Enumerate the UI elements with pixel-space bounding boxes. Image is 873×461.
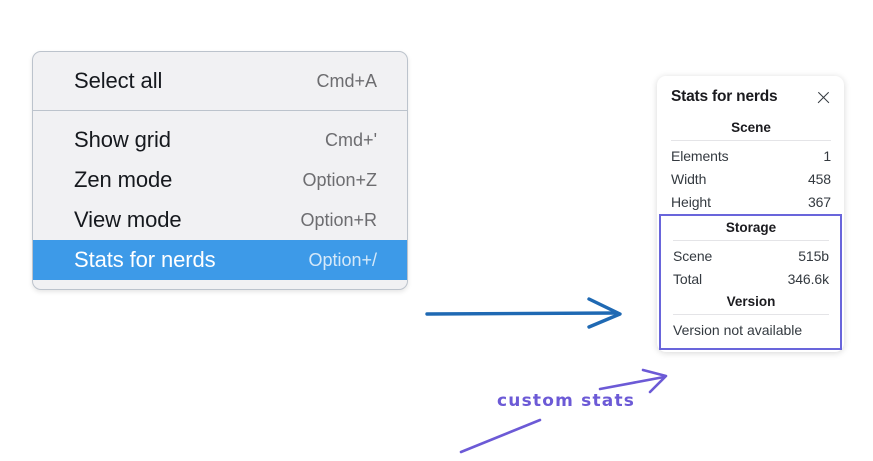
menu-item-shortcut: Cmd+A [316, 70, 377, 91]
menu-item-shortcut: Option+Z [302, 169, 377, 190]
stats-panel-header: Stats for nerds [671, 88, 831, 106]
stat-value: 367 [807, 193, 831, 210]
stat-key: Width [671, 170, 707, 187]
custom-stats-highlight-box: Storage Scene 515b Total 346.6k Version … [659, 214, 842, 351]
purple-arrow-to-stats [598, 368, 668, 394]
stat-row-elements: Elements 1 [671, 144, 831, 167]
stat-key: Height [671, 193, 711, 210]
scene-section: Scene Elements 1 Width 458 Height 367 [671, 116, 831, 213]
menu-item-label: Show grid [74, 127, 171, 152]
stat-row-width: Width 458 [671, 167, 831, 190]
menu-item-shortcut: Option+R [300, 209, 377, 230]
stat-value: 515b [798, 247, 829, 264]
context-menu[interactable]: Select all Cmd+A Show grid Cmd+' Zen mod… [32, 51, 408, 290]
stat-key: Scene [673, 247, 713, 264]
stat-row-storage-scene: Scene 515b [673, 244, 829, 267]
menu-item-shortcut: Option+/ [308, 249, 377, 270]
menu-group-1: Select all Cmd+A [33, 61, 407, 110]
stat-key: Elements [671, 147, 729, 164]
divider [671, 140, 831, 141]
stat-row-height: Height 367 [671, 190, 831, 213]
divider [673, 314, 829, 316]
menu-item-label: View mode [74, 207, 182, 232]
menu-item-label: Stats for nerds [74, 247, 216, 272]
menu-item-stats-for-nerds[interactable]: Stats for nerds Option+/ [33, 240, 407, 280]
stat-value: 458 [807, 170, 831, 187]
divider [673, 240, 829, 242]
section-heading-scene: Scene [731, 120, 771, 135]
section-heading-version: Version [726, 294, 776, 310]
version-section: Version Version not available [673, 290, 829, 340]
stat-key: Total [673, 270, 703, 287]
blue-arrow [425, 297, 622, 329]
close-icon[interactable] [816, 90, 831, 105]
menu-item-view-mode[interactable]: View mode Option+R [33, 200, 407, 240]
menu-item-label: Zen mode [74, 167, 173, 192]
stat-row-storage-total: Total 346.6k [673, 267, 829, 290]
purple-underline-stroke [459, 418, 542, 454]
storage-section: Storage Scene 515b Total 346.6k [673, 216, 829, 290]
menu-item-label: Select all [74, 68, 163, 93]
menu-item-show-grid[interactable]: Show grid Cmd+' [33, 120, 407, 160]
version-text: Version not available [673, 322, 803, 339]
panel-title: Stats for nerds [671, 88, 778, 105]
custom-stats-annotation-label: custom stats [497, 391, 636, 411]
menu-item-select-all[interactable]: Select all Cmd+A [33, 61, 407, 101]
stats-for-nerds-panel: Stats for nerds Scene Elements 1 Width 4… [657, 76, 844, 353]
menu-item-zen-mode[interactable]: Zen mode Option+Z [33, 160, 407, 200]
stat-value: 1 [823, 147, 831, 164]
section-heading-storage: Storage [725, 220, 777, 236]
menu-group-2: Show grid Cmd+' Zen mode Option+Z View m… [33, 110, 407, 280]
stat-value: 346.6k [787, 270, 830, 287]
menu-item-shortcut: Cmd+' [325, 129, 377, 150]
